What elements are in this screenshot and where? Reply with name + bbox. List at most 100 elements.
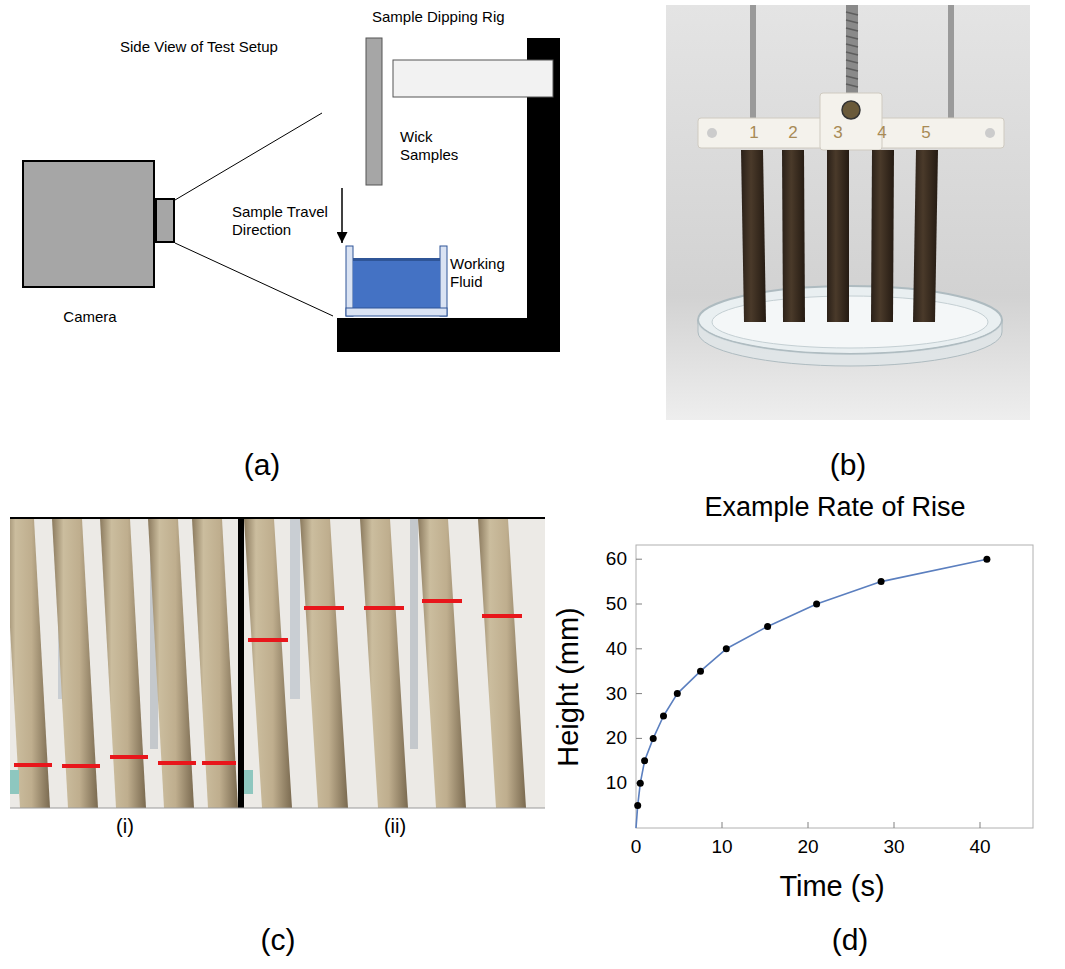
camera-lens xyxy=(155,198,175,243)
container-wall xyxy=(346,246,353,316)
container-wall xyxy=(440,246,447,316)
wetting-front-line xyxy=(482,614,522,618)
tick-label: 60 xyxy=(606,548,627,571)
container-bottom xyxy=(346,308,447,316)
node-text: Camera xyxy=(22,308,158,326)
tick-label: 20 xyxy=(797,836,818,859)
tick-label: 10 xyxy=(606,772,627,795)
edge-label: Sample Travel Direction xyxy=(232,203,332,239)
subpanel-label: (ii) xyxy=(384,814,406,838)
wetting-front-line xyxy=(364,606,404,610)
wetting-front-lines xyxy=(14,601,522,766)
working-fluid-node: Working Fluid xyxy=(338,243,524,321)
photo-background xyxy=(666,5,1030,420)
tick-label: 20 xyxy=(606,727,627,750)
slot-number: 1 xyxy=(749,123,758,143)
wetting-front-line xyxy=(158,761,196,765)
rig-rail xyxy=(750,5,756,120)
teal-marker xyxy=(10,770,19,794)
panel-letter: (d) xyxy=(832,922,869,958)
slot-number: 4 xyxy=(877,123,886,143)
camera-body xyxy=(22,160,155,288)
data-point xyxy=(641,757,648,764)
wick-sample-bar xyxy=(366,38,382,185)
data-point xyxy=(878,578,885,585)
fluid-surface xyxy=(353,258,440,261)
wick-strip xyxy=(913,150,938,322)
wetting-front-line xyxy=(248,638,288,642)
data-point xyxy=(764,623,771,630)
data-point xyxy=(650,735,657,742)
travel-arrow xyxy=(341,188,343,243)
threaded-rod xyxy=(846,5,858,97)
wick-strip xyxy=(300,519,348,808)
node-text: Working Fluid xyxy=(450,255,522,291)
working-fluid xyxy=(353,258,440,308)
data-point xyxy=(674,690,681,697)
rig-arm xyxy=(393,60,553,97)
wetting-front-line xyxy=(14,763,52,767)
panel-top-line xyxy=(10,517,545,519)
blurred-rod xyxy=(410,519,418,749)
chart-title: Example Rate of Rise xyxy=(704,491,965,523)
rig-base xyxy=(337,318,560,352)
data-point xyxy=(697,668,704,675)
wetting-front-line xyxy=(202,761,236,765)
wick-strip xyxy=(192,519,238,808)
wick-strip xyxy=(100,519,146,808)
wick-strip xyxy=(827,150,849,322)
fit-curve xyxy=(636,559,987,828)
tick-label: 30 xyxy=(883,836,904,859)
rod-thread xyxy=(846,12,858,87)
camera-view-line xyxy=(175,243,333,316)
tick-label: 10 xyxy=(711,836,732,859)
data-point xyxy=(634,802,641,809)
clamp-screw xyxy=(842,101,860,119)
wetting-front-line xyxy=(304,606,344,610)
photo-background xyxy=(10,519,238,808)
wick-strip xyxy=(478,519,526,808)
photo-background xyxy=(244,519,545,808)
axis-title: Height (mm) xyxy=(551,607,586,767)
wetting-front-line xyxy=(422,599,462,603)
data-point xyxy=(637,780,644,787)
slot-number: 3 xyxy=(833,123,842,143)
data-point xyxy=(723,645,730,652)
data-point xyxy=(813,601,820,608)
tick-label: 0 xyxy=(631,836,642,859)
panel-subtitle: Side View of Test Setup xyxy=(120,38,278,56)
blurred-rod xyxy=(290,519,300,699)
plot-frame xyxy=(636,545,1033,828)
dish-front-rim xyxy=(698,320,1002,366)
wick-strip xyxy=(418,519,466,808)
strip-group xyxy=(10,519,238,808)
strip-group xyxy=(244,519,526,808)
data-point xyxy=(660,713,667,720)
panel-divider xyxy=(238,519,244,808)
panel-letter: (a) xyxy=(244,447,281,483)
panel-bottom-line xyxy=(10,808,545,809)
tick-label: 50 xyxy=(606,593,627,616)
tick-label: 40 xyxy=(606,637,627,660)
camera-node: Camera xyxy=(20,158,180,333)
holder-hole xyxy=(707,128,717,138)
rig-label: Sample Dipping Rig xyxy=(372,8,505,26)
holder-clamp xyxy=(820,93,882,150)
wetting-front-line xyxy=(62,764,100,768)
wick-samples-node: Wick Samples xyxy=(330,36,470,188)
teal-marker xyxy=(244,770,253,794)
data-point xyxy=(983,556,990,563)
camera-view-line xyxy=(175,113,322,200)
holder-hole xyxy=(985,128,995,138)
axis-ticks xyxy=(636,559,980,828)
rig-rail xyxy=(948,5,954,120)
wick-strip xyxy=(871,150,894,322)
panel-letter: (b) xyxy=(830,447,867,483)
data-points xyxy=(634,556,990,809)
tick-label: 40 xyxy=(969,836,990,859)
tick-label: 30 xyxy=(606,682,627,705)
